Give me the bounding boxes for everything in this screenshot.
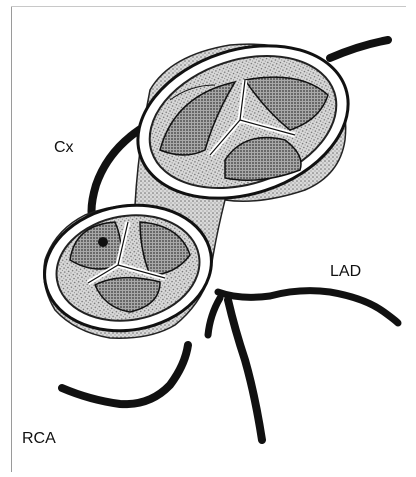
vessel-lad bbox=[218, 291, 398, 323]
vessel-lad-branch bbox=[208, 298, 220, 335]
ostium-dot bbox=[98, 237, 108, 247]
label-rca: RCA bbox=[22, 431, 56, 447]
vessel-rca bbox=[62, 345, 188, 404]
vessel-diagonal bbox=[228, 300, 262, 440]
label-lad: LAD bbox=[330, 264, 361, 280]
vessel-cx bbox=[330, 40, 388, 58]
label-cx: Cx bbox=[54, 140, 74, 156]
